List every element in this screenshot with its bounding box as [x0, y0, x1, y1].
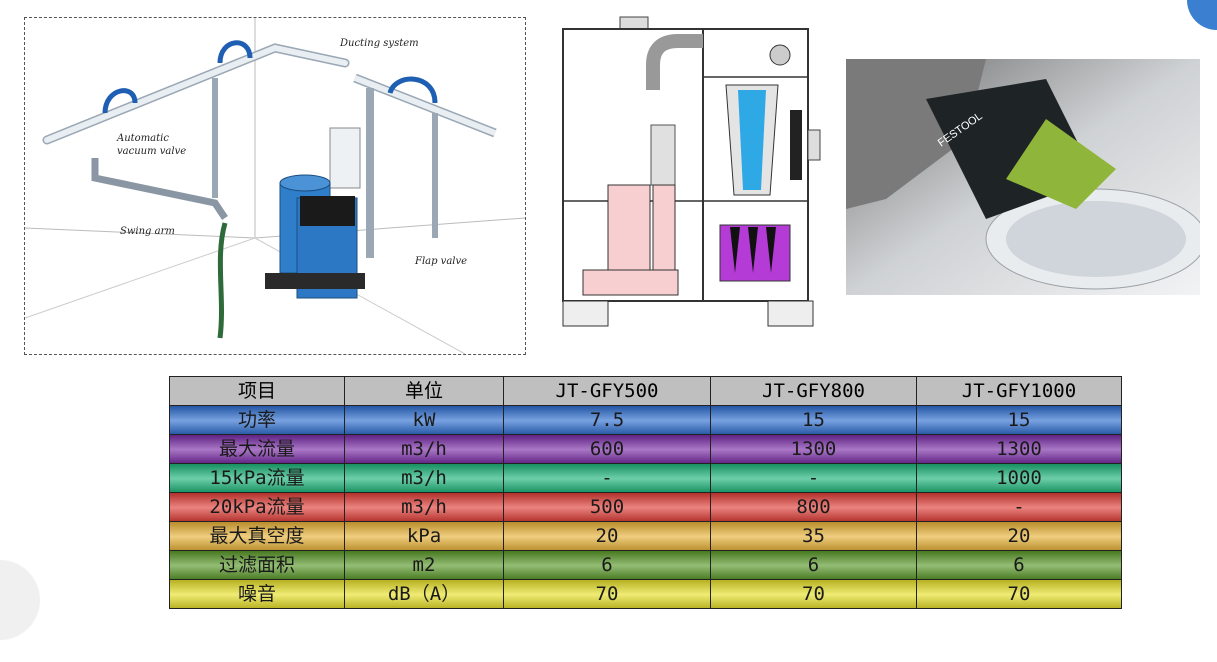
table-cell: m3/h — [344, 434, 504, 464]
table-cell: 6 — [916, 550, 1122, 580]
header-cell: JT-GFY800 — [710, 376, 917, 406]
table-cell: 噪音 — [169, 579, 345, 609]
header-cell: JT-GFY1000 — [916, 376, 1122, 406]
table-cell: 15 — [916, 405, 1122, 435]
spec-table: 项目 单位 JT-GFY500 JT-GFY800 JT-GFY1000 功率 … — [169, 376, 1122, 609]
sander-photo: FESTOOL — [846, 59, 1200, 295]
table-cell: 70 — [916, 579, 1122, 609]
table-cell: 7.5 — [503, 405, 711, 435]
header-cell: JT-GFY500 — [503, 376, 711, 406]
table-cell: 最大真空度 — [169, 521, 345, 551]
table-cell: - — [503, 463, 711, 493]
table-cell: 20 — [916, 521, 1122, 551]
table-cell: 500 — [503, 492, 711, 522]
table-cell: m3/h — [344, 492, 504, 522]
table-header-row: 项目 单位 JT-GFY500 JT-GFY800 JT-GFY1000 — [169, 376, 1122, 406]
corner-decoration-grey — [0, 560, 40, 640]
table-row: 最大流量 m3/h 600 1300 1300 — [169, 434, 1122, 464]
table-cell: m2 — [344, 550, 504, 580]
table-cell: 1000 — [916, 463, 1122, 493]
table-cell: 70 — [710, 579, 917, 609]
table-cell: 过滤面积 — [169, 550, 345, 580]
table-cell: 6 — [710, 550, 917, 580]
table-cell: m3/h — [344, 463, 504, 493]
table-cell: kW — [344, 405, 504, 435]
table-cell: kPa — [344, 521, 504, 551]
table-cell: 800 — [710, 492, 917, 522]
table-cell: 功率 — [169, 405, 345, 435]
table-cell: 20kPa流量 — [169, 492, 345, 522]
table-row: 15kPa流量 m3/h - - 1000 — [169, 463, 1122, 493]
table-cell: 15 — [710, 405, 917, 435]
table-cell: 20 — [503, 521, 711, 551]
automatic-valve-label-2: vacuum valve — [117, 146, 186, 157]
table-row: 最大真空度 kPa 20 35 20 — [169, 521, 1122, 551]
table-cell: dB（A） — [344, 579, 504, 609]
table-row: 过滤面积 m2 6 6 6 — [169, 550, 1122, 580]
table-cell: - — [916, 492, 1122, 522]
table-cell: 15kPa流量 — [169, 463, 345, 493]
corner-decoration — [1187, 0, 1217, 30]
automatic-valve-label: Automatic — [116, 133, 169, 144]
swing-arm-label: Swing arm — [120, 226, 175, 237]
table-cell: 70 — [503, 579, 711, 609]
table-cell: 最大流量 — [169, 434, 345, 464]
unit-cross-section-diagram — [558, 15, 828, 335]
table-row: 噪音 dB（A） 70 70 70 — [169, 579, 1122, 609]
flap-valve-label: Flap valve — [414, 256, 467, 267]
table-cell: 6 — [503, 550, 711, 580]
table-cell: 600 — [503, 434, 711, 464]
table-cell: 1300 — [916, 434, 1122, 464]
ducting-system-label: Ducting system — [339, 38, 419, 49]
ducting-system-diagram: Ducting system Automatic vacuum valve Sw… — [24, 17, 526, 355]
table-cell: 1300 — [710, 434, 917, 464]
header-cell: 项目 — [169, 376, 345, 406]
table-row: 20kPa流量 m3/h 500 800 - — [169, 492, 1122, 522]
table-row: 功率 kW 7.5 15 15 — [169, 405, 1122, 435]
header-cell: 单位 — [344, 376, 504, 406]
table-cell: 35 — [710, 521, 917, 551]
table-cell: - — [710, 463, 917, 493]
